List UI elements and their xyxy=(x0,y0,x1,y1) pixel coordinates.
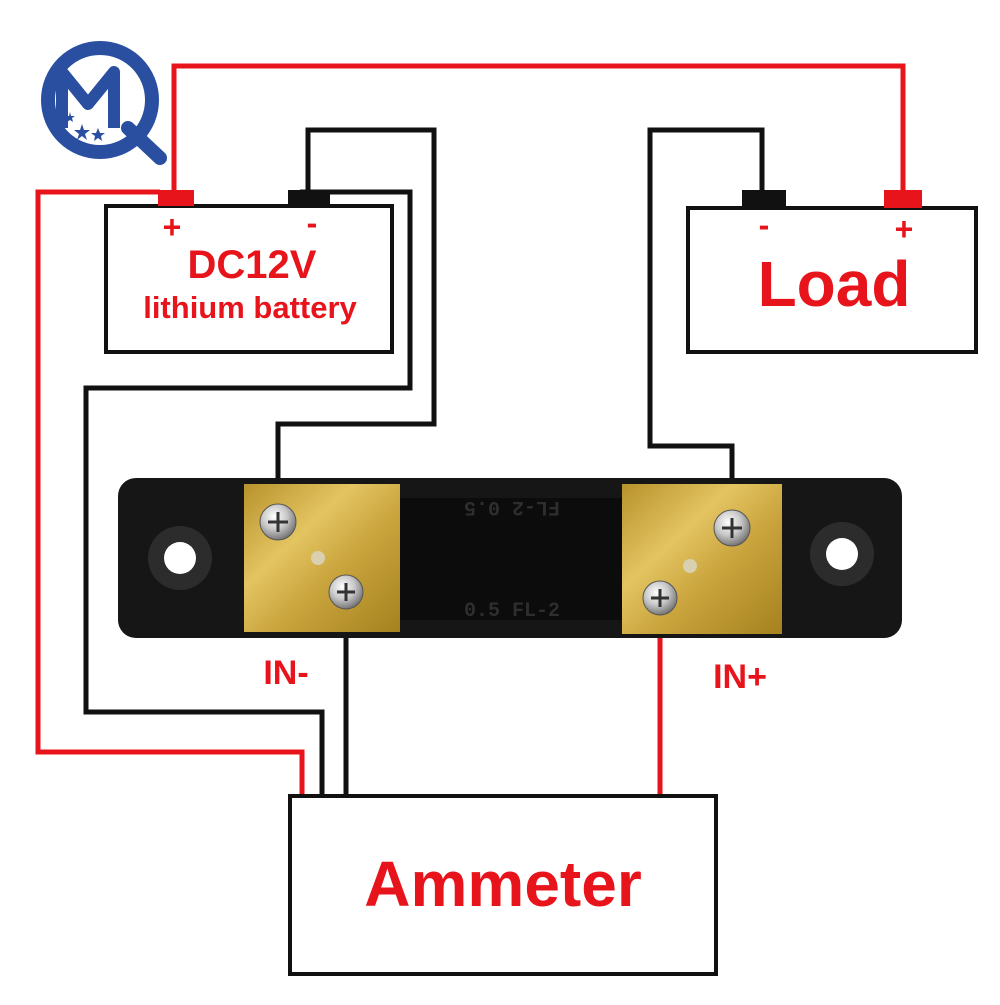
negative-wires xyxy=(83,127,765,796)
mq-logo-icon xyxy=(41,41,167,165)
in-plus-label: IN+ xyxy=(713,658,767,696)
wire-battery-plus-to-load-plus xyxy=(171,63,906,192)
screw-in-plus-large xyxy=(713,509,751,547)
battery-minus-terminal xyxy=(288,190,330,206)
screw-in-minus-large xyxy=(259,503,297,541)
battery-minus-sign: - xyxy=(307,205,318,241)
shunt-element xyxy=(398,498,626,620)
wire-load-minus-to-in-plus xyxy=(647,127,765,524)
load-label: Load xyxy=(758,248,911,320)
battery-plus-terminal xyxy=(158,190,194,206)
screw-in-minus-small xyxy=(328,574,364,610)
wire-battery-minus-to-in-minus xyxy=(275,127,437,518)
load-minus-sign: - xyxy=(759,207,770,243)
load-minus-terminal xyxy=(742,190,786,208)
load-plus-terminal xyxy=(884,190,922,208)
load-plus-sign: + xyxy=(895,211,914,247)
positive-wires xyxy=(35,63,906,796)
in-minus-label: IN- xyxy=(263,654,308,692)
battery-plus-sign: + xyxy=(163,209,182,245)
battery-box: + - DC12V lithium battery xyxy=(104,190,394,354)
wire-battery-minus-to-ammeter xyxy=(83,189,413,796)
load-box: - + Load xyxy=(686,190,978,354)
wire-battery-plus-to-ammeter xyxy=(35,189,305,796)
ammeter-box: Ammeter xyxy=(288,794,718,976)
battery-type-label: lithium battery xyxy=(143,290,357,325)
shunt-marking-top: FL-2 0.5 xyxy=(464,495,560,518)
screw-in-plus-small xyxy=(642,580,678,616)
battery-voltage-label: DC12V xyxy=(188,243,317,287)
ammeter-label: Ammeter xyxy=(364,848,641,920)
shunt-marking-bottom: 0.5 FL-2 xyxy=(464,600,560,623)
shunt-resistor: FL-2 0.5 0.5 FL-2 xyxy=(118,478,902,638)
brass-block-right xyxy=(622,484,782,634)
